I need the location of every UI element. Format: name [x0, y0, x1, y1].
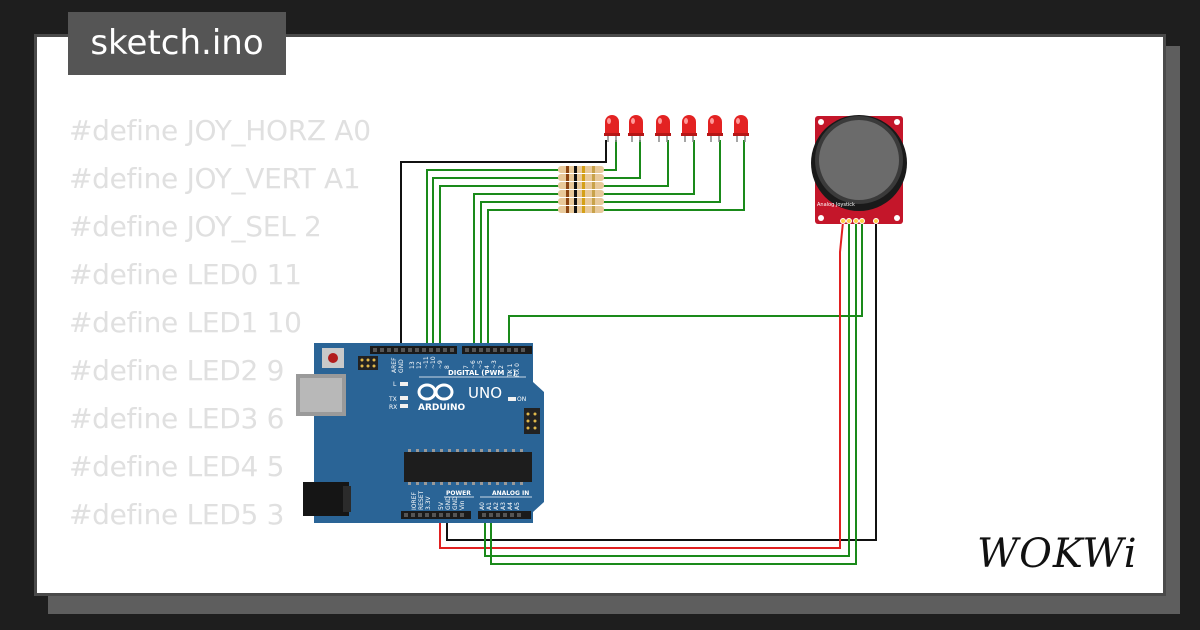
code-line: #define LED2 9	[69, 354, 285, 387]
pin-label: A3	[500, 502, 507, 510]
pin-label: ~9	[437, 360, 444, 369]
led-red[interactable]	[604, 115, 620, 142]
pin-label: A0	[479, 502, 486, 510]
pin-label: A1	[486, 502, 493, 510]
led-tx-label: TX	[388, 396, 397, 403]
wire-led2[interactable]	[439, 140, 669, 350]
arduino-model: UNO	[468, 384, 502, 402]
wire-joy-gnd[interactable]	[446, 222, 877, 541]
pin-label: 3.3V	[425, 495, 432, 510]
led-l-label: L	[393, 381, 397, 388]
code-line: #define JOY_VERT A1	[69, 162, 361, 195]
pin-label: 8	[444, 365, 451, 369]
wokwi-logo-text: WOKWi	[977, 531, 1138, 577]
wokwi-logo: WOKWi	[977, 531, 1138, 577]
code-line: #define LED5 3	[69, 498, 285, 531]
microcontroller-chip-icon	[404, 452, 532, 482]
wire-joy-sel[interactable]	[508, 222, 863, 350]
led-on-label: ON	[517, 396, 526, 403]
pin-label: Vin	[459, 500, 466, 510]
pin-label: RX 0	[514, 363, 521, 377]
pin-label: 2	[498, 365, 505, 369]
pin-label: ~6	[470, 360, 477, 369]
led-red[interactable]	[733, 115, 749, 142]
led-red[interactable]	[707, 115, 723, 142]
power-label: POWER	[446, 490, 471, 497]
pin-label: A5	[514, 502, 521, 510]
resistor[interactable]	[558, 182, 604, 189]
wire-joy-vcc[interactable]	[439, 221, 844, 549]
digital-label: DIGITAL (PWM ~)	[448, 369, 516, 377]
resistors	[558, 166, 604, 213]
analog-label: ANALOG IN	[492, 490, 529, 497]
resistor[interactable]	[558, 190, 604, 197]
pin-label: 5V	[438, 501, 445, 510]
file-tab-sketch[interactable]: sketch.ino	[68, 12, 286, 75]
analog-joystick[interactable]: Analog Joystick	[811, 115, 907, 224]
resistor[interactable]	[558, 174, 604, 181]
code-line: #define LED4 5	[69, 450, 285, 483]
pin-label: ~10	[430, 356, 437, 369]
pin-label: GND	[445, 496, 452, 510]
leds	[604, 115, 749, 142]
pin-label: 13	[409, 361, 416, 369]
wire-led5[interactable]	[487, 140, 745, 350]
code-line: #define JOY_SEL 2	[69, 210, 322, 243]
wire-joy-vert[interactable]	[490, 222, 857, 565]
pin-label: ~11	[423, 356, 430, 369]
led-red[interactable]	[628, 115, 644, 142]
pin-label: GND	[452, 496, 459, 510]
joystick-label: Analog Joystick	[817, 202, 855, 208]
code-line: #define LED0 11	[69, 258, 302, 291]
pin-label: ~3	[491, 360, 498, 369]
power-jack-icon	[303, 482, 349, 516]
wire-gnd-leds[interactable]	[400, 140, 607, 350]
pin-label: ~5	[477, 360, 484, 369]
code-line: #define LED1 10	[69, 306, 302, 339]
pin-label: IOREF	[411, 492, 418, 510]
pin-label: 7	[463, 365, 470, 369]
code-line: #define LED3 6	[69, 402, 285, 435]
resistor[interactable]	[558, 166, 604, 173]
code-line: #define JOY_HORZ A0	[69, 114, 371, 147]
pin-label: 4	[484, 365, 491, 369]
resistor[interactable]	[558, 206, 604, 213]
pin-label: RESET	[418, 490, 425, 510]
led-rx-label: RX	[389, 404, 397, 411]
wire-led1[interactable]	[432, 140, 641, 350]
pin-label: AREF	[391, 357, 398, 373]
pin-label: A2	[493, 502, 500, 510]
resistor[interactable]	[558, 198, 604, 205]
arduino-infinity-icon	[417, 383, 454, 401]
arduino-uno-board[interactable]: AREF GND 13 12 ~11 ~10 ~9 8 7 ~6 ~5 4 ~3…	[296, 343, 544, 523]
code-background: #define JOY_HORZ A0 #define JOY_VERT A1 …	[69, 107, 371, 539]
wire-joy-horz[interactable]	[484, 222, 850, 557]
arduino-brand: ARDUINO	[418, 403, 466, 413]
pin-label: GND	[398, 359, 405, 373]
pin-label: A4	[507, 502, 514, 510]
led-red[interactable]	[655, 115, 671, 142]
digital-header-left[interactable]	[370, 346, 457, 354]
led-red[interactable]	[681, 115, 697, 142]
pin-label: TX 1	[507, 363, 514, 378]
pin-label: 12	[416, 361, 423, 369]
